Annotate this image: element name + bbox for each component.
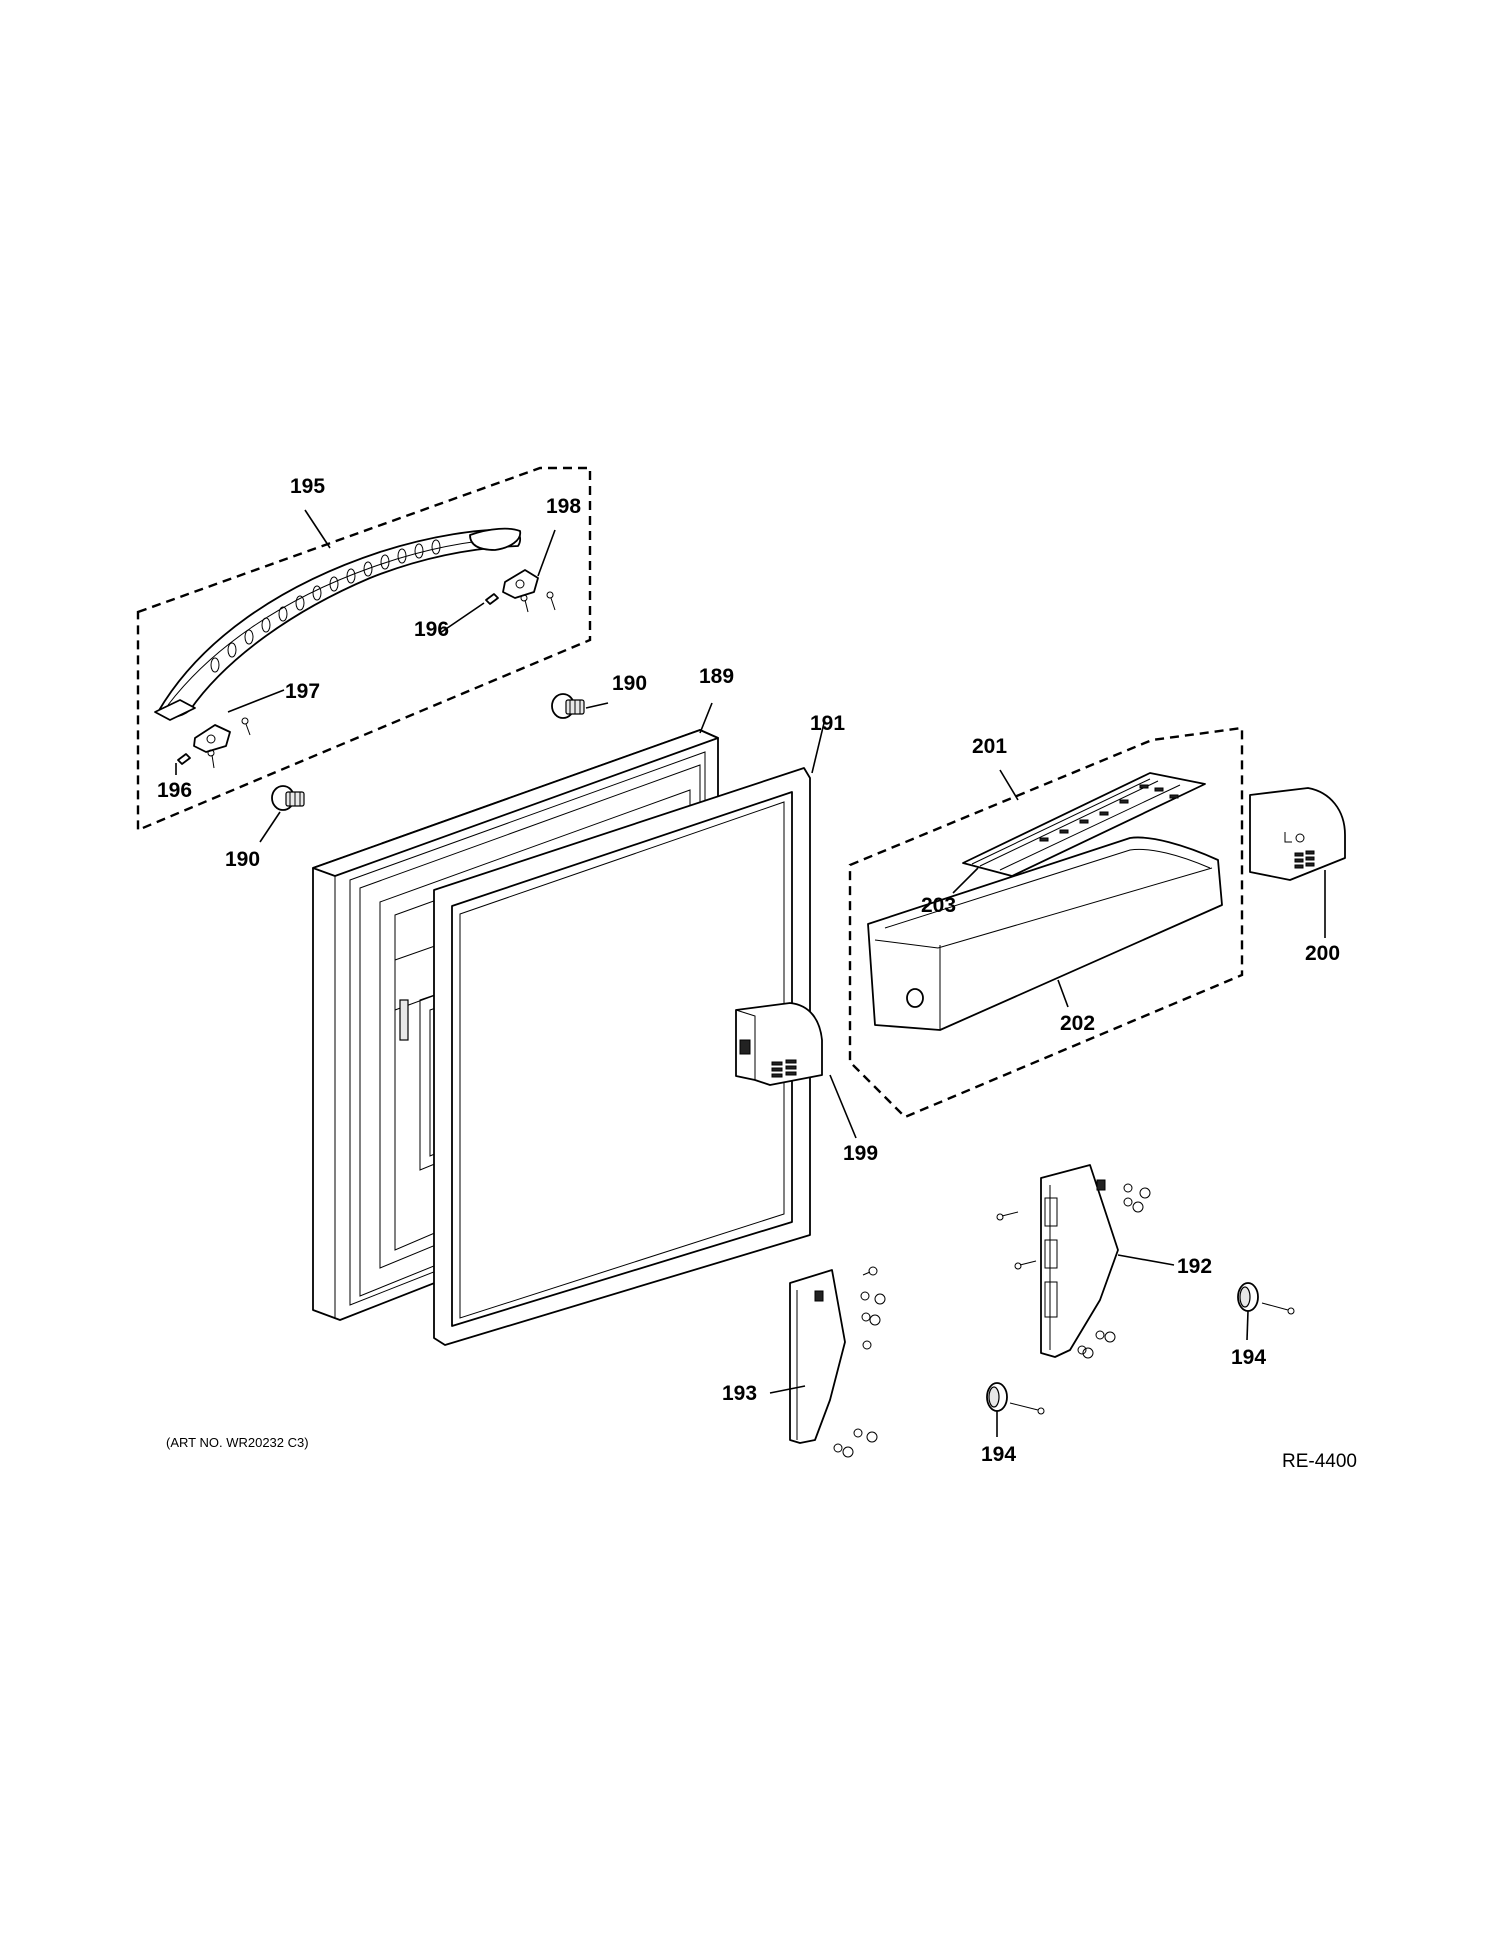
callout-202: 202 — [1060, 1012, 1095, 1035]
callout-192: 192 — [1177, 1255, 1212, 1278]
art-number: (ART NO. WR20232 C3) — [166, 1435, 309, 1450]
handle-assembly-group — [136, 466, 592, 832]
callout-196-bottom: 196 — [157, 779, 192, 802]
callout-189: 189 — [699, 665, 734, 688]
callout-194-right: 194 — [1231, 1346, 1266, 1369]
callout-199: 199 — [843, 1142, 878, 1165]
callout-190-lower: 190 — [225, 848, 260, 871]
callout-194-left: 194 — [981, 1443, 1016, 1466]
callout-203: 203 — [921, 894, 956, 917]
callout-201: 201 — [972, 735, 1007, 758]
roller-left-part — [986, 1382, 1045, 1415]
callout-190-upper: 190 — [612, 672, 647, 695]
callout-193: 193 — [722, 1382, 757, 1405]
callout-195: 195 — [290, 475, 325, 498]
bin-assembly-group — [848, 726, 1244, 1119]
door-bin-part — [867, 836, 1223, 1031]
door-gasket-part — [433, 767, 811, 1346]
callout-labels: 195 198 196 197 196 190 190 189 191 201 … — [157, 475, 1340, 1466]
door-bracket-right-part — [996, 1164, 1151, 1359]
callout-197: 197 — [285, 680, 320, 703]
set-screw-top-part — [485, 593, 499, 605]
set-screw-bottom-part — [177, 753, 191, 765]
door-stop-upper-part — [551, 693, 585, 719]
handle-bracket-bottom-part — [193, 717, 251, 769]
bin-shelf-insert-part — [962, 772, 1206, 877]
callout-198: 198 — [546, 495, 581, 518]
callout-200: 200 — [1305, 942, 1340, 965]
door-rail-end-cap-part — [735, 1002, 823, 1086]
diagram-reference: RE-4400 — [1282, 1451, 1357, 1472]
handle-bracket-top-part — [502, 569, 556, 613]
callout-196-top: 196 — [414, 618, 449, 641]
roller-right-part — [1237, 1282, 1295, 1315]
door-bracket-left-part — [789, 1266, 886, 1458]
door-handle-part — [154, 527, 522, 721]
bin-end-cap-part — [1249, 787, 1346, 881]
door-stop-lower-part — [271, 785, 305, 811]
leader-lines — [175, 509, 1326, 1437]
callout-191: 191 — [810, 712, 845, 735]
